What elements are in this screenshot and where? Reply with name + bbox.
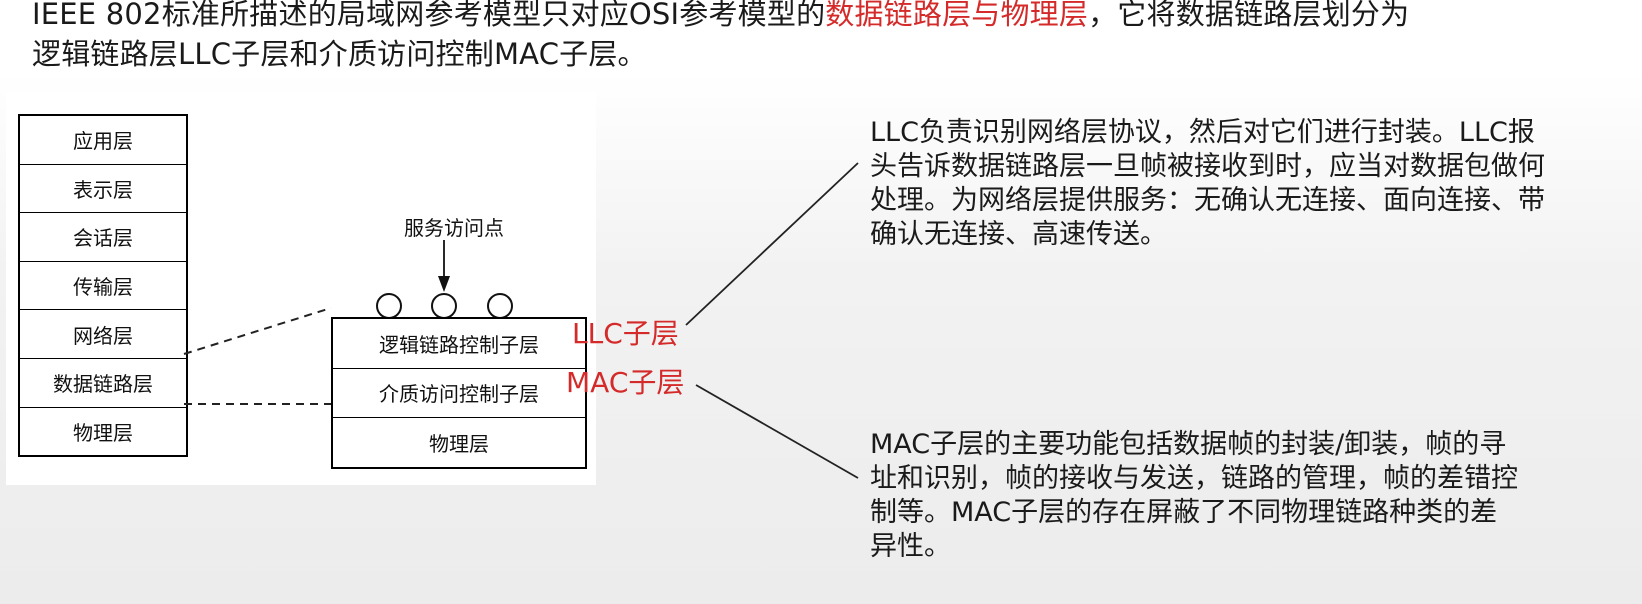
mac-sublayer-label: MAC子层 [566, 366, 685, 399]
reference-model-figure: 应用层 表示层 会话层 传输层 网络层 数据链路层 物理层 服务访问点 逻辑链路… [6, 92, 596, 485]
ieee-layer-physical: 物理层 [429, 431, 489, 456]
datalink-dashed-line [183, 307, 332, 355]
osi-layer-physical: 物理层 [73, 420, 133, 445]
sap-arrow-head [438, 276, 450, 292]
llc-sublayer-label: LLC子层 [572, 317, 679, 350]
sap-circle-3 [487, 293, 513, 319]
sap-circle-1 [376, 293, 402, 319]
osi-model-stack: 应用层 表示层 会话层 传输层 网络层 数据链路层 物理层 [18, 114, 188, 458]
mac-connector-line [695, 384, 859, 479]
mac-description: MAC子层的主要功能包括数据帧的封装/卸装，帧的寻址和识别，帧的接收与发送，链路… [870, 429, 1518, 562]
intro-text-part2: ，它将数据链路层划分为逻辑链路层LLC子层和介质访问控制MAC子层。 [32, 0, 1410, 71]
ieee-layer-mac: 介质访问控制子层 [333, 369, 585, 419]
osi-layer-session: 会话层 [20, 213, 186, 262]
osi-layer-presentation: 表示层 [20, 165, 186, 214]
osi-layer-network: 网络层 [20, 310, 186, 359]
intro-text-part1: IEEE 802标准所描述的局域网参考模型只对应OSI参考模型的 [32, 0, 826, 31]
osi-layer-transport: 传输层 [20, 262, 186, 311]
osi-layer-application: 应用层 [20, 116, 186, 165]
ieee802-model-stack: 逻辑链路控制子层 介质访问控制子层 物理层 [331, 317, 587, 469]
llc-description: LLC负责识别网络层协议，然后对它们进行封装。LLC报头告诉数据链路层一旦帧被接… [870, 117, 1545, 250]
intro-highlight: 数据链路层与物理层 [825, 0, 1089, 31]
osi-layer-datalink: 数据链路层 [20, 359, 186, 408]
llc-connector-line [685, 162, 859, 326]
ieee-layer-llc: 逻辑链路控制子层 [333, 319, 585, 369]
sap-circle-2 [431, 293, 457, 319]
intro-paragraph: IEEE 802标准所描述的局域网参考模型只对应OSI参考模型的数据链路层与物理… [32, 0, 1432, 74]
service-access-point-label: 服务访问点 [404, 216, 504, 240]
figure-connectors [183, 240, 513, 405]
